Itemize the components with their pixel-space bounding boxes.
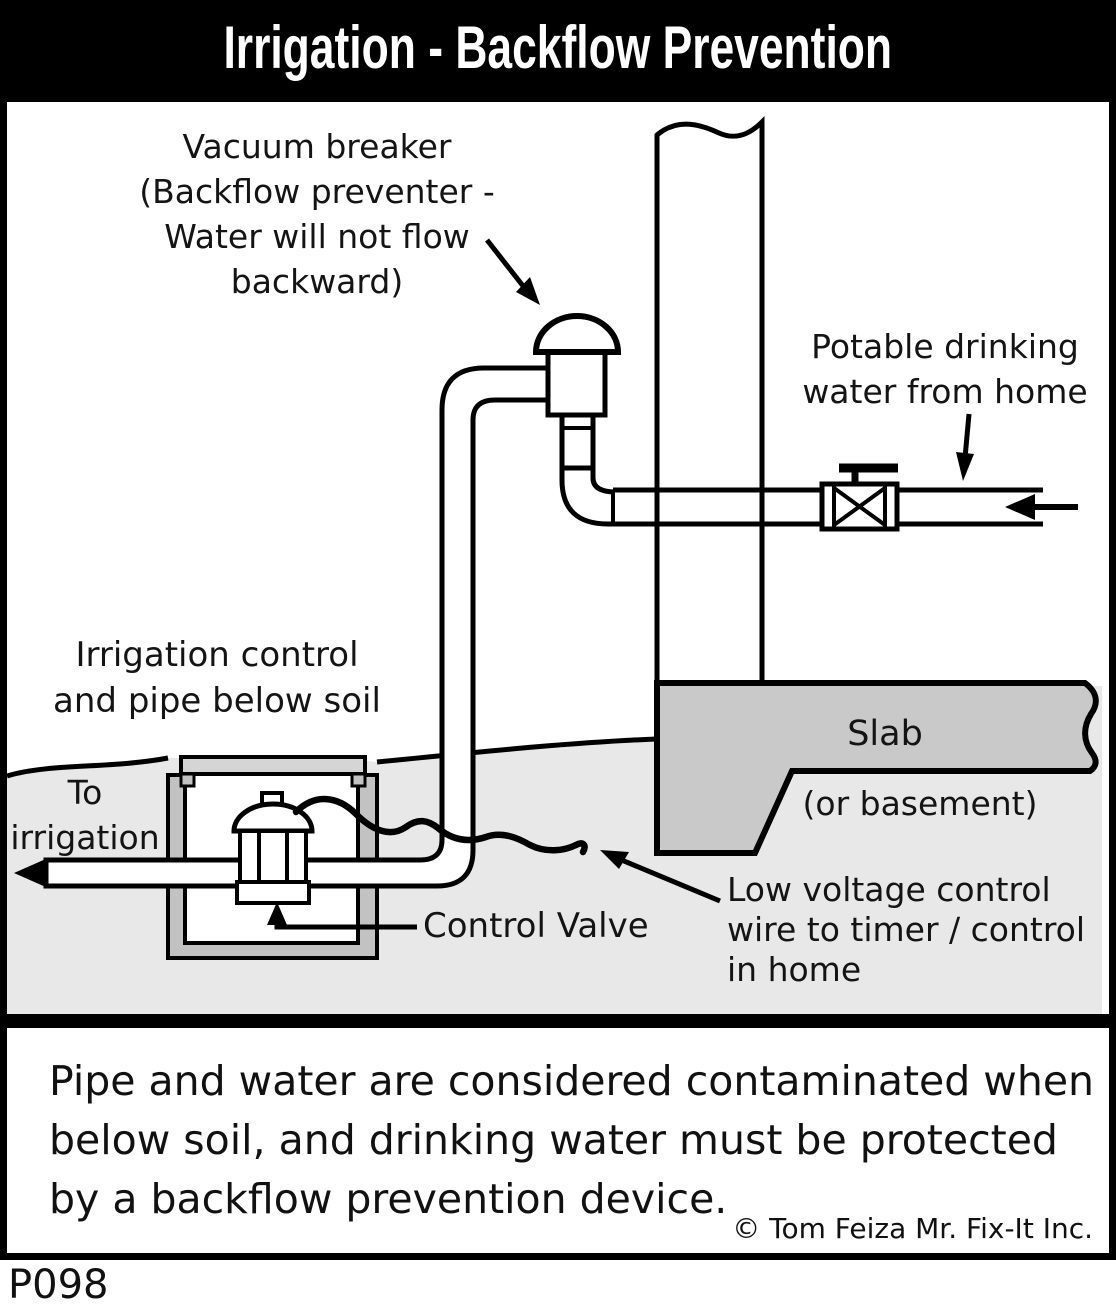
caption-line: by a backflow prevention device. xyxy=(49,1175,728,1223)
label-irrigation-control: Irrigation control and pipe below soil xyxy=(53,635,381,721)
page-title: Irrigation - Backflow Prevention xyxy=(223,14,893,81)
copyright-text: © Tom Feiza Mr. Fix-It Inc. xyxy=(732,1212,1093,1245)
caption-line: Pipe and water are considered contaminat… xyxy=(49,1057,1095,1105)
label-control-valve: Control Valve xyxy=(423,906,649,946)
label-vacuum-breaker: Vacuum breaker (Backflow preventer - Wat… xyxy=(139,127,495,301)
caption-line: below soil, and drinking water must be p… xyxy=(49,1116,1058,1164)
figure-code: P098 xyxy=(8,1262,109,1308)
caption-panel: Pipe and water are considered contaminat… xyxy=(0,1021,1116,1260)
label-potable-water: Potable drinking water from home xyxy=(802,327,1088,411)
label-to-irrigation: To irrigation xyxy=(10,773,160,857)
label-slab: Slab xyxy=(847,714,923,754)
label-or-basement: (or basement) xyxy=(802,784,1038,823)
label-low-voltage: Low voltage control wire to timer / cont… xyxy=(727,870,1086,989)
caption-text: Pipe and water are considered contaminat… xyxy=(49,1052,1094,1229)
title-band: Irrigation - Backflow Prevention xyxy=(0,0,1116,95)
